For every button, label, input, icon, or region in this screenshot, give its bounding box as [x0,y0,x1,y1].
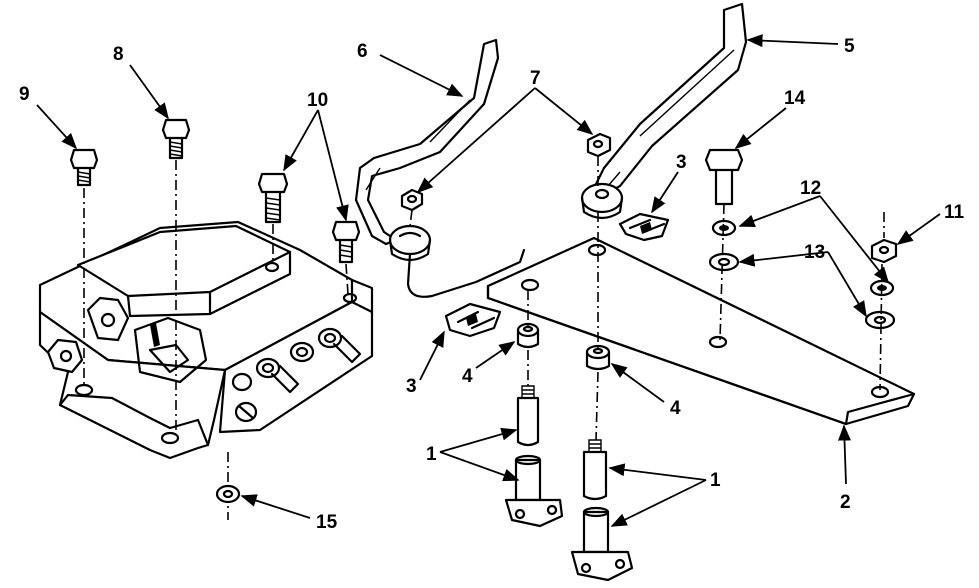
side-bosses [231,327,362,423]
callout-4-left: 4 [462,366,473,387]
washer-15 [215,484,241,504]
callout-1-left: 1 [426,444,437,465]
callout-5: 5 [844,36,855,57]
spacer-4-left [516,322,540,349]
cap-screw-8 [161,118,191,160]
callout-14: 14 [784,88,806,109]
flat-washer-13-right [864,310,896,330]
callout-15: 15 [316,512,338,533]
callout-13: 13 [804,242,825,263]
callout-3-upper: 3 [676,152,687,173]
flat-washer-13-left [708,252,740,272]
cap-screw-9 [69,148,99,187]
callout-3-lower: 3 [406,376,417,397]
leader-lines [36,34,941,527]
lever-5 [580,2,748,220]
plate-2 [486,236,916,426]
callout-6: 6 [357,41,368,62]
callout-labels: 9 8 10 6 7 5 3 14 12 11 13 3 4 4 2 1 1 1… [19,36,965,533]
bolt-14 [704,148,744,206]
callout-4-right: 4 [670,398,681,419]
stud-1-right-lower [570,506,634,582]
clip-3-lower [444,302,502,338]
housing-assembly [38,220,374,460]
stud-1-right-upper [582,439,608,501]
callout-10: 10 [307,90,328,111]
callout-7: 7 [530,68,541,89]
callout-8: 8 [113,44,124,65]
callout-12: 12 [800,178,821,199]
spacer-4-right [585,344,611,371]
lever-6 [354,38,526,298]
nut-11 [870,238,898,264]
cap-screw-10-right [331,220,361,264]
clip-3-upper [618,212,670,242]
callout-1-right: 1 [710,470,721,491]
stud-1-left-upper [516,385,540,447]
callout-11: 11 [944,202,965,223]
cap-screw-10-left [257,172,289,224]
stud-1-left-lower [504,454,564,528]
callout-9: 9 [19,84,30,105]
callout-2: 2 [840,492,851,513]
